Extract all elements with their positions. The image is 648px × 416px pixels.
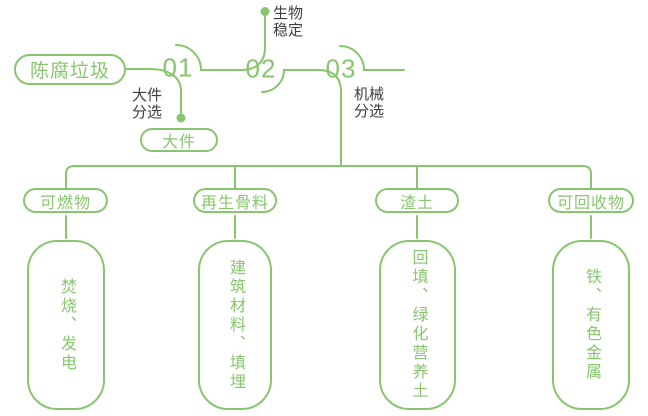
detail-text-recyclable: 铁、有色金属 — [583, 268, 600, 382]
node-bulky-pill: 大件 — [140, 128, 218, 152]
detail-box-recyclable: 铁、有色金属 — [552, 240, 630, 410]
node-slag-soil-pill: 渣土 — [375, 188, 459, 213]
bulky-connector-dot — [176, 113, 186, 123]
detail-box-recycled-aggregate: 建筑材料、填埋 — [198, 240, 272, 410]
label-bulky-sorting: 大件 分选 — [132, 87, 163, 121]
detail-box-combustible: 焚烧、发电 — [27, 240, 105, 410]
detail-text-recycled-aggregate: 建筑材料、填埋 — [227, 258, 244, 392]
node-source-pill: 陈腐垃圾 — [14, 54, 126, 85]
detail-box-slag-soil: 回填、绿化营养土 — [379, 240, 456, 410]
detail-text-combustible: 焚烧、发电 — [58, 277, 75, 373]
detail-text-slag-soil: 回填、绿化营养土 — [409, 249, 427, 401]
label-bio-stabilization: 生物 稳定 — [273, 5, 304, 39]
bio-connector-dot — [260, 7, 270, 16]
label-mechanical-sorting: 机械 分选 — [354, 86, 385, 120]
step-number-03: 03 — [325, 53, 357, 84]
connector-arc01-to-bio — [175, 15, 266, 71]
step-number-02: 02 — [245, 53, 277, 84]
connector-arc03-tail — [339, 45, 405, 71]
step-number-01: 01 — [162, 52, 194, 83]
connector-arc02-to-branch — [261, 69, 342, 167]
branch-line — [65, 165, 592, 190]
node-combustible-pill: 可燃物 — [23, 188, 108, 213]
connector-source-to-bulky — [125, 68, 182, 114]
node-recyclable-pill: 可回收物 — [548, 188, 634, 213]
node-recycled-aggregate-pill: 再生骨料 — [193, 188, 277, 213]
